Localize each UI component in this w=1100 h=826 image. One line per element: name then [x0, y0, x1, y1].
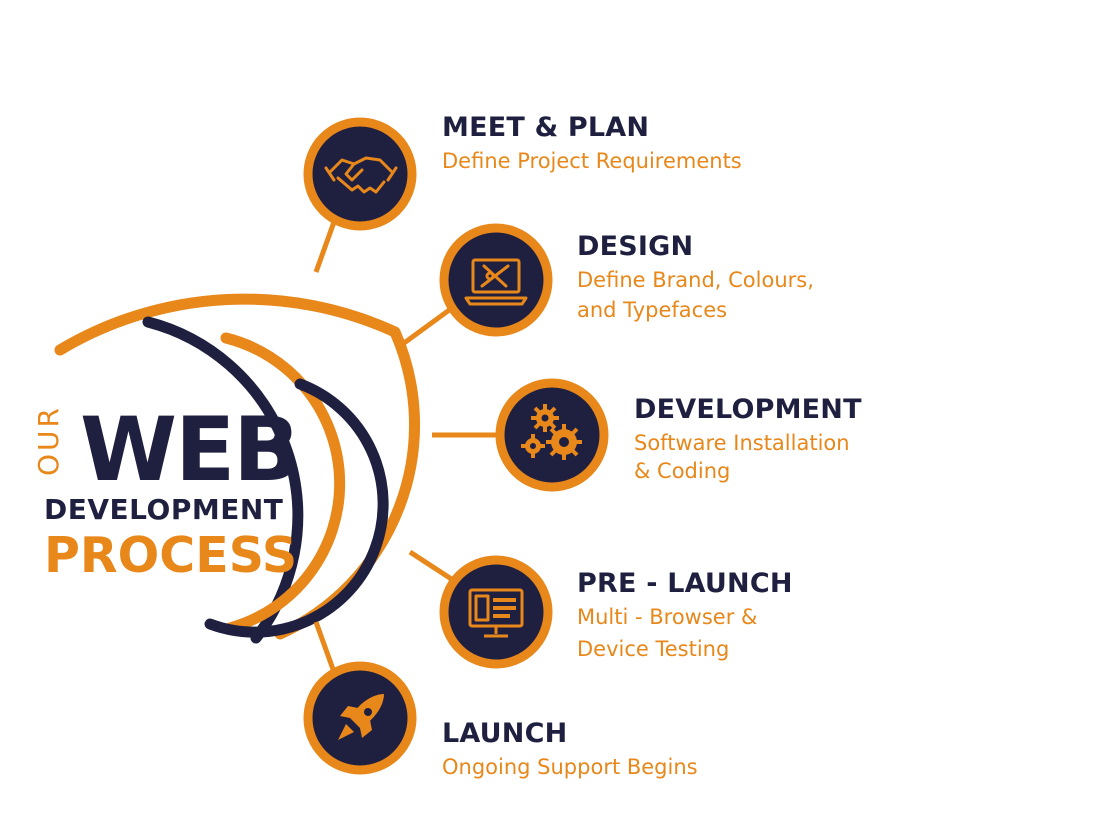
brand-development-text: DEVELOPMENT [44, 493, 284, 526]
step-design: DESIGN Define Brand, Colours, and Typefa… [577, 231, 814, 325]
step-development: DEVELOPMENT Software Installation & Codi… [634, 394, 862, 486]
step-meet-plan-circle [303, 117, 417, 231]
orange-arc-inner [220, 332, 346, 634]
step-title: LAUNCH [442, 718, 568, 749]
step-title: DESIGN [577, 231, 694, 262]
step-title: PRE - LAUNCH [577, 568, 793, 599]
step-pre-launch-circle [439, 555, 553, 669]
step-meet-plan: MEET & PLAN Define Project Requirements [442, 112, 742, 176]
step-description: Multi - Browser & [577, 605, 758, 629]
gears-icon [521, 404, 582, 460]
brand-our-text: OUR [32, 405, 65, 476]
step-description: and Typefaces [577, 298, 728, 322]
step-title: DEVELOPMENT [634, 394, 862, 425]
step-launch: LAUNCH Ongoing Support Begins [442, 718, 698, 782]
connector-design [398, 305, 454, 349]
brand-web-text: WEB [80, 398, 300, 501]
brand-process-text: PROCESS [44, 527, 298, 584]
step-title: MEET & PLAN [442, 112, 650, 143]
navy-arc-inner [204, 378, 389, 638]
step-development-circle [495, 378, 609, 492]
step-description: & Coding [634, 459, 731, 483]
connector-pre-launch [408, 549, 458, 585]
step-description: Software Installation [634, 431, 850, 455]
step-pre-launch: PRE - LAUNCH Multi - Browser & Device Te… [577, 568, 793, 664]
navy-arc-outer [142, 316, 304, 644]
step-description: Device Testing [577, 637, 730, 661]
laptop-design-icon [464, 258, 528, 306]
outer-orange-arc [54, 293, 401, 356]
connector-launch [313, 621, 337, 673]
step-description: Define Project Requirements [442, 149, 742, 173]
connector-meet-plan [313, 221, 337, 273]
step-design-circle [439, 223, 553, 337]
rocket-icon [338, 694, 384, 740]
step-description: Define Brand, Colours, [577, 268, 814, 292]
step-launch-circle [303, 661, 417, 775]
monitor-testing-icon [468, 588, 524, 638]
step-description: Ongoing Support Begins [442, 755, 698, 779]
handshake-icon [324, 156, 398, 194]
